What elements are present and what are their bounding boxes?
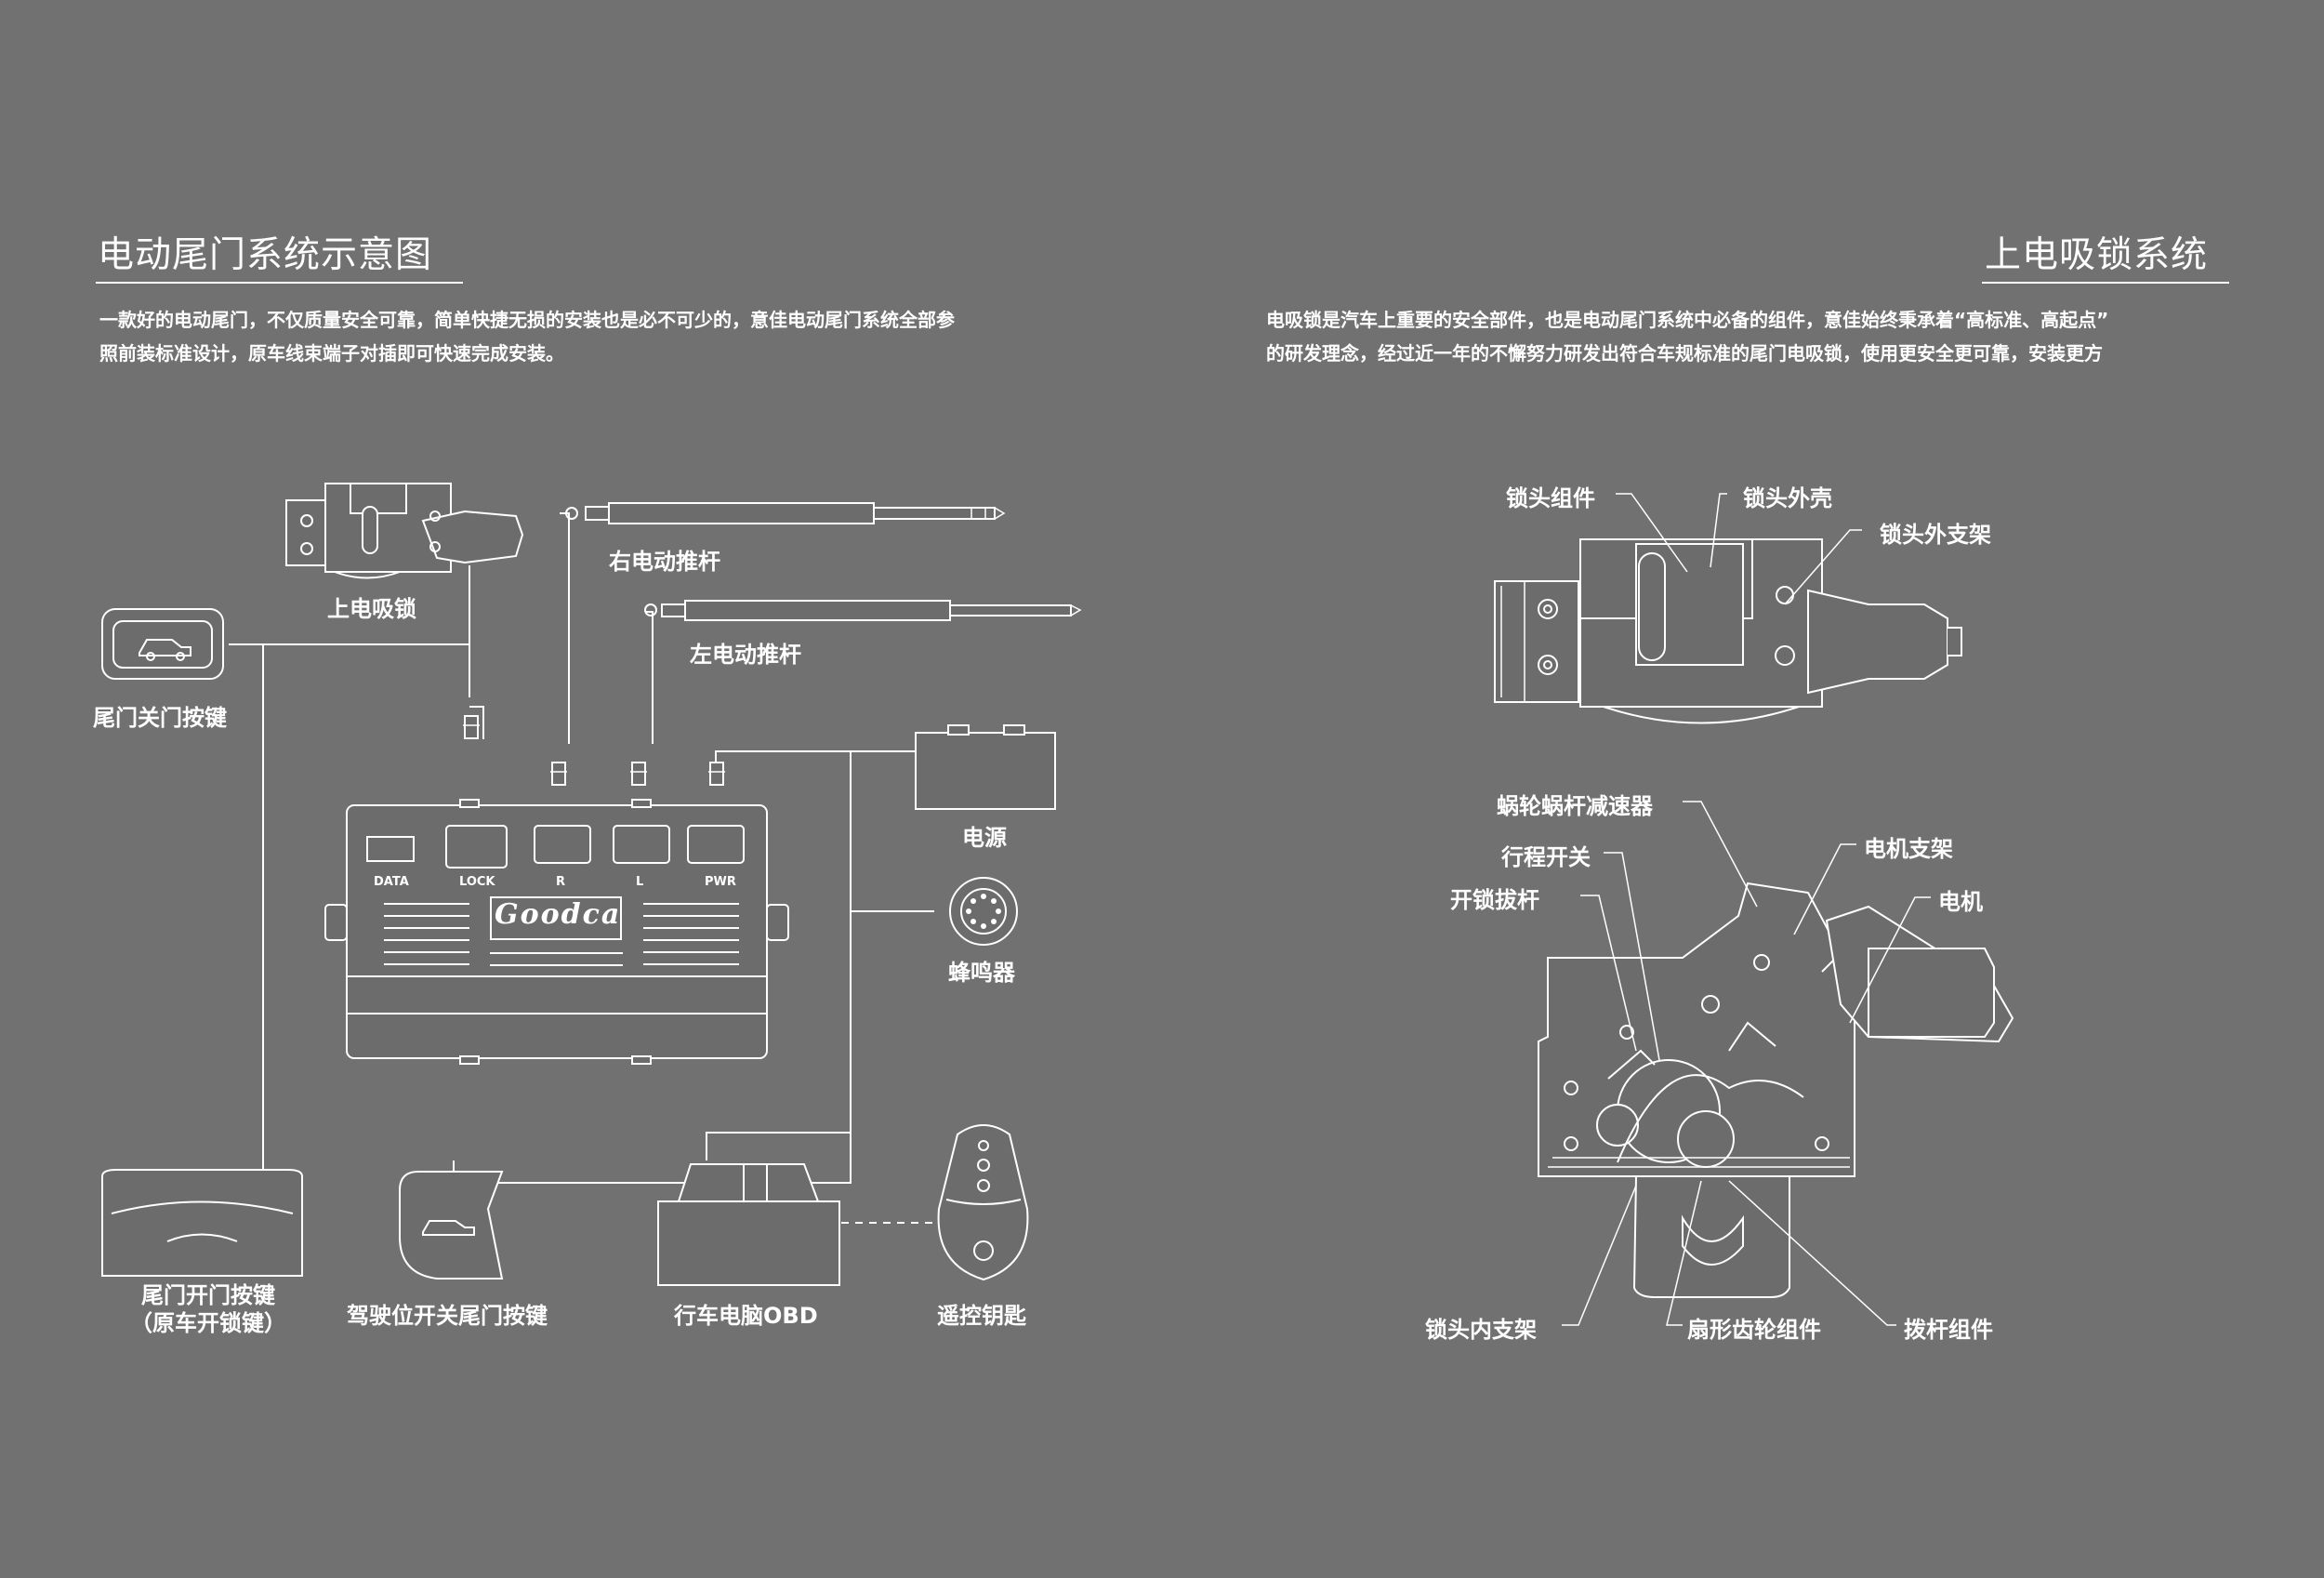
label-close-button: 尾门关门按键 [93, 705, 227, 731]
right-paragraph-line: 电吸锁是汽车上重要的安全部件，也是电动尾门系统中必备的组件，意佳始终秉承着“高标… [1266, 309, 2109, 331]
right-paragraph-line: 的研发理念，经过近一年的不懈努力研发出符合车规标准的尾门电吸锁，使用更安全更可靠… [1266, 342, 2103, 365]
label-lock-assembly: 锁头组件 [1506, 485, 1595, 511]
power-supply-drawing [915, 724, 1056, 810]
callout-leaders [1562, 493, 1931, 1326]
port-label-pwr: PWR [705, 875, 736, 889]
port-label-data: DATA [374, 875, 409, 889]
open-button-drawing [101, 1169, 303, 1277]
obd-drawing [657, 1163, 840, 1286]
left-paragraph-line: 一款好的电动尾门，不仅质量安全可靠，简单快捷无损的安装也是必不可少的，意佳电动尾… [99, 309, 955, 331]
close-button-drawing [101, 608, 224, 680]
label-lock-inner-bracket: 锁头内支架 [1425, 1317, 1537, 1343]
right-strut-drawing [565, 502, 1006, 524]
label-travel-switch: 行程开关 [1501, 844, 1591, 870]
label-left-strut: 左电动推杆 [690, 642, 801, 668]
wiring-harness [229, 512, 937, 1224]
label-lock-housing: 锁头外壳 [1743, 485, 1832, 511]
label-driver-button: 驾驶位开关尾门按键 [347, 1303, 548, 1329]
label-motor-bracket: 电机支架 [1864, 836, 1953, 862]
label-power: 电源 [962, 825, 1007, 851]
label-worm-reducer: 蜗轮蜗杆减速器 [1497, 793, 1653, 819]
label-motor: 电机 [1938, 889, 1983, 915]
port-label-lock: LOCK [459, 875, 495, 889]
label-buzzer: 蜂鸣器 [948, 960, 1015, 986]
left-paragraph: 一款好的电动尾门，不仅质量安全可靠，简单快捷无损的安装也是必不可少的，意佳电动尾… [99, 303, 955, 370]
port-label-r: R [556, 875, 566, 889]
label-open-button: 尾门开门按键 （原车开锁键） [130, 1281, 286, 1337]
driver-button-drawing [399, 1171, 504, 1280]
right-title: 上电吸锁系统 [1985, 234, 2209, 276]
label-suction-lock: 上电吸锁 [327, 596, 416, 622]
buzzer-drawing [949, 877, 1018, 946]
suction-lock-top-drawing [1494, 538, 1962, 724]
controller-brand-logo: Goodca [495, 898, 622, 931]
label-sector-gear: 扇形齿轮组件 [1687, 1317, 1821, 1343]
right-paragraph: 电吸锁是汽车上重要的安全部件，也是电动尾门系统中必备的组件，意佳始终秉承着“高标… [1266, 303, 2108, 370]
controller-box-drawing [324, 799, 789, 1065]
left-title-rule [96, 282, 463, 284]
label-lever-assembly: 拨杆组件 [1904, 1317, 1993, 1343]
suction-lock-small-drawing [285, 483, 524, 579]
right-title-rule [1982, 282, 2229, 284]
port-label-l: L [636, 875, 644, 889]
left-title: 电动尾门系统示意图 [98, 234, 433, 276]
left-strut-drawing [644, 600, 1082, 621]
label-right-strut: 右电动推杆 [609, 549, 720, 575]
suction-lock-internal-drawing [1538, 882, 2014, 1298]
label-open-button-line: （原车开锁键） [130, 1310, 286, 1336]
left-paragraph-line: 照前装标准设计，原车线束端子对插即可快速完成安装。 [99, 342, 564, 365]
label-remote-key: 遥控钥匙 [937, 1303, 1026, 1329]
label-open-button-line: 尾门开门按键 [141, 1282, 275, 1308]
label-lock-outer-bracket: 锁头外支架 [1880, 522, 1991, 548]
label-unlock-lever: 开锁拔杆 [1450, 887, 1539, 913]
label-obd: 行车电脑OBD [674, 1303, 818, 1329]
remote-key-drawing [937, 1124, 1029, 1281]
